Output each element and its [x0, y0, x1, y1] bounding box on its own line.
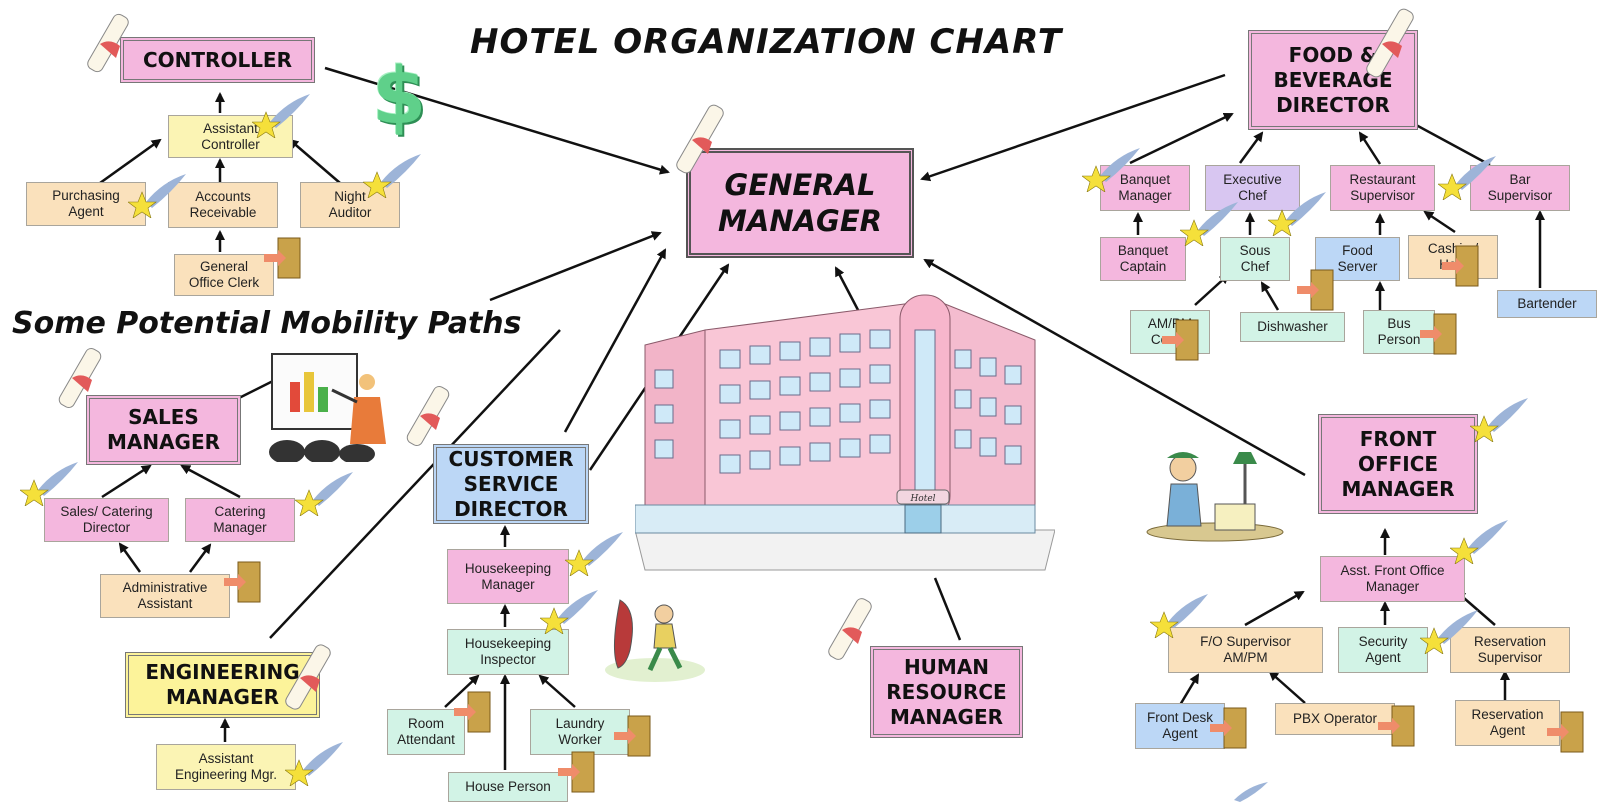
- pbx-operator-box: PBX Operator: [1275, 703, 1395, 735]
- shooting-star-icon: [285, 742, 343, 786]
- exit-door-icon: [1297, 269, 1334, 311]
- assistant-controller-box: Assistant Controller: [168, 115, 293, 158]
- human-resource-manager-box: HUMAN RESOURCE MANAGER: [870, 646, 1023, 738]
- exit-door-icon: [224, 561, 261, 603]
- restaurant-supervisor-box: Restaurant Supervisor: [1330, 165, 1435, 211]
- diploma-scroll-icon: [406, 385, 450, 447]
- exit-door-icon: [1210, 707, 1247, 749]
- hotel-building-illustration: Hotel: [635, 294, 1055, 571]
- diploma-scroll-icon: [58, 347, 102, 409]
- front-desk-agent-box: Front Desk Agent: [1135, 703, 1225, 749]
- shooting-star-icon: [1450, 520, 1508, 564]
- shooting-star-icon: [295, 472, 353, 516]
- shooting-star-icon: [363, 154, 421, 198]
- presentation-illustration: [269, 353, 386, 462]
- sales-catering-director-box: Sales/ Catering Director: [44, 498, 169, 542]
- fo-supervisor-box: F/O Supervisor AM/PM: [1168, 627, 1323, 673]
- shooting-star-icon: [1438, 156, 1496, 200]
- shooting-star-icon: [1234, 782, 1268, 802]
- chart-title: HOTEL ORGANIZATION CHART: [470, 22, 1063, 62]
- sous-chef-box: Sous Chef: [1220, 237, 1290, 281]
- front-office-manager-box: FRONT OFFICE MANAGER: [1318, 414, 1478, 514]
- reservation-supervisor-box: Reservation Supervisor: [1450, 627, 1570, 673]
- administrative-assistant-box: Administrative Assistant: [100, 574, 230, 618]
- customer-service-director-box: CUSTOMER SERVICE DIRECTOR: [433, 444, 589, 524]
- housekeeping-inspector-box: Housekeeping Inspector: [447, 629, 569, 675]
- exit-door-icon: [558, 751, 595, 793]
- shooting-star-icon: [1082, 148, 1140, 192]
- dishwasher-box: Dishwasher: [1240, 312, 1345, 342]
- exit-door-icon: [1547, 711, 1584, 753]
- banquet-captain-box: Banquet Captain: [1100, 237, 1186, 281]
- accounts-receivable-box: Accounts Receivable: [168, 182, 278, 228]
- exit-door-icon: [1378, 705, 1415, 747]
- cashier-host-box: Cashier/ Host: [1408, 235, 1498, 279]
- shooting-star-icon: [1470, 398, 1528, 442]
- general-office-clerk-box: General Office Clerk: [174, 254, 274, 296]
- housekeeping-manager-box: Housekeeping Manager: [447, 549, 569, 604]
- shooting-star-icon: [565, 532, 623, 576]
- diploma-scroll-icon: [1366, 8, 1414, 78]
- exit-door-icon: [1420, 313, 1457, 355]
- purchasing-agent-box: Purchasing Agent: [26, 182, 146, 226]
- dollar-icon: $: [372, 52, 427, 142]
- exit-door-icon: [1162, 319, 1199, 361]
- exit-door-icon: [264, 237, 301, 279]
- diploma-scroll-icon: [87, 13, 129, 73]
- shooting-star-icon: [1420, 610, 1478, 654]
- executive-chef-box: Executive Chef: [1205, 165, 1300, 211]
- food-beverage-director-box: FOOD & BEVERAGE DIRECTOR: [1248, 30, 1418, 130]
- asst-front-office-manager-box: Asst. Front Office Manager: [1320, 556, 1465, 602]
- exit-door-icon: [454, 691, 491, 733]
- exit-door-icon: [614, 715, 651, 757]
- front-desk-clerk-illustration: [1146, 452, 1284, 542]
- house-person-box: House Person: [448, 772, 568, 802]
- general-manager-box: GENERAL MANAGER: [686, 148, 914, 258]
- shooting-star-icon: [1150, 594, 1208, 638]
- catering-manager-box: Catering Manager: [185, 498, 295, 542]
- exit-door-icon: [1442, 245, 1479, 287]
- bartender-box: Bartender: [1497, 290, 1597, 318]
- assistant-engineering-mgr-box: Assistant Engineering Mgr.: [156, 744, 296, 790]
- shooting-star-icon: [1268, 192, 1326, 236]
- room-attendant-box: Room Attendant: [387, 709, 465, 755]
- laundry-worker-box: Laundry Worker: [530, 709, 630, 755]
- shooting-star-icon: [128, 174, 186, 218]
- chart-subtitle: Some Potential Mobility Paths: [12, 306, 522, 341]
- shooting-star-icon: [252, 94, 310, 138]
- bar-supervisor-box: Bar Supervisor: [1470, 165, 1570, 211]
- engineering-manager-box: ENGINEERING MANAGER: [125, 652, 320, 718]
- diploma-scroll-icon: [285, 644, 331, 710]
- diploma-scroll-icon: [828, 598, 872, 660]
- shooting-star-icon: [540, 590, 598, 634]
- sales-manager-box: SALES MANAGER: [86, 395, 241, 465]
- controller-box: CONTROLLER: [120, 37, 315, 83]
- housekeeper-vacuum-illustration: [605, 599, 705, 682]
- diploma-scroll-icon: [676, 104, 724, 174]
- shooting-star-icon: [1180, 202, 1238, 246]
- security-agent-box: Security Agent: [1338, 627, 1428, 673]
- svg-text:Hotel: Hotel: [909, 494, 935, 504]
- shooting-star-icon: [20, 462, 78, 506]
- reservation-agent-box: Reservation Agent: [1455, 700, 1560, 746]
